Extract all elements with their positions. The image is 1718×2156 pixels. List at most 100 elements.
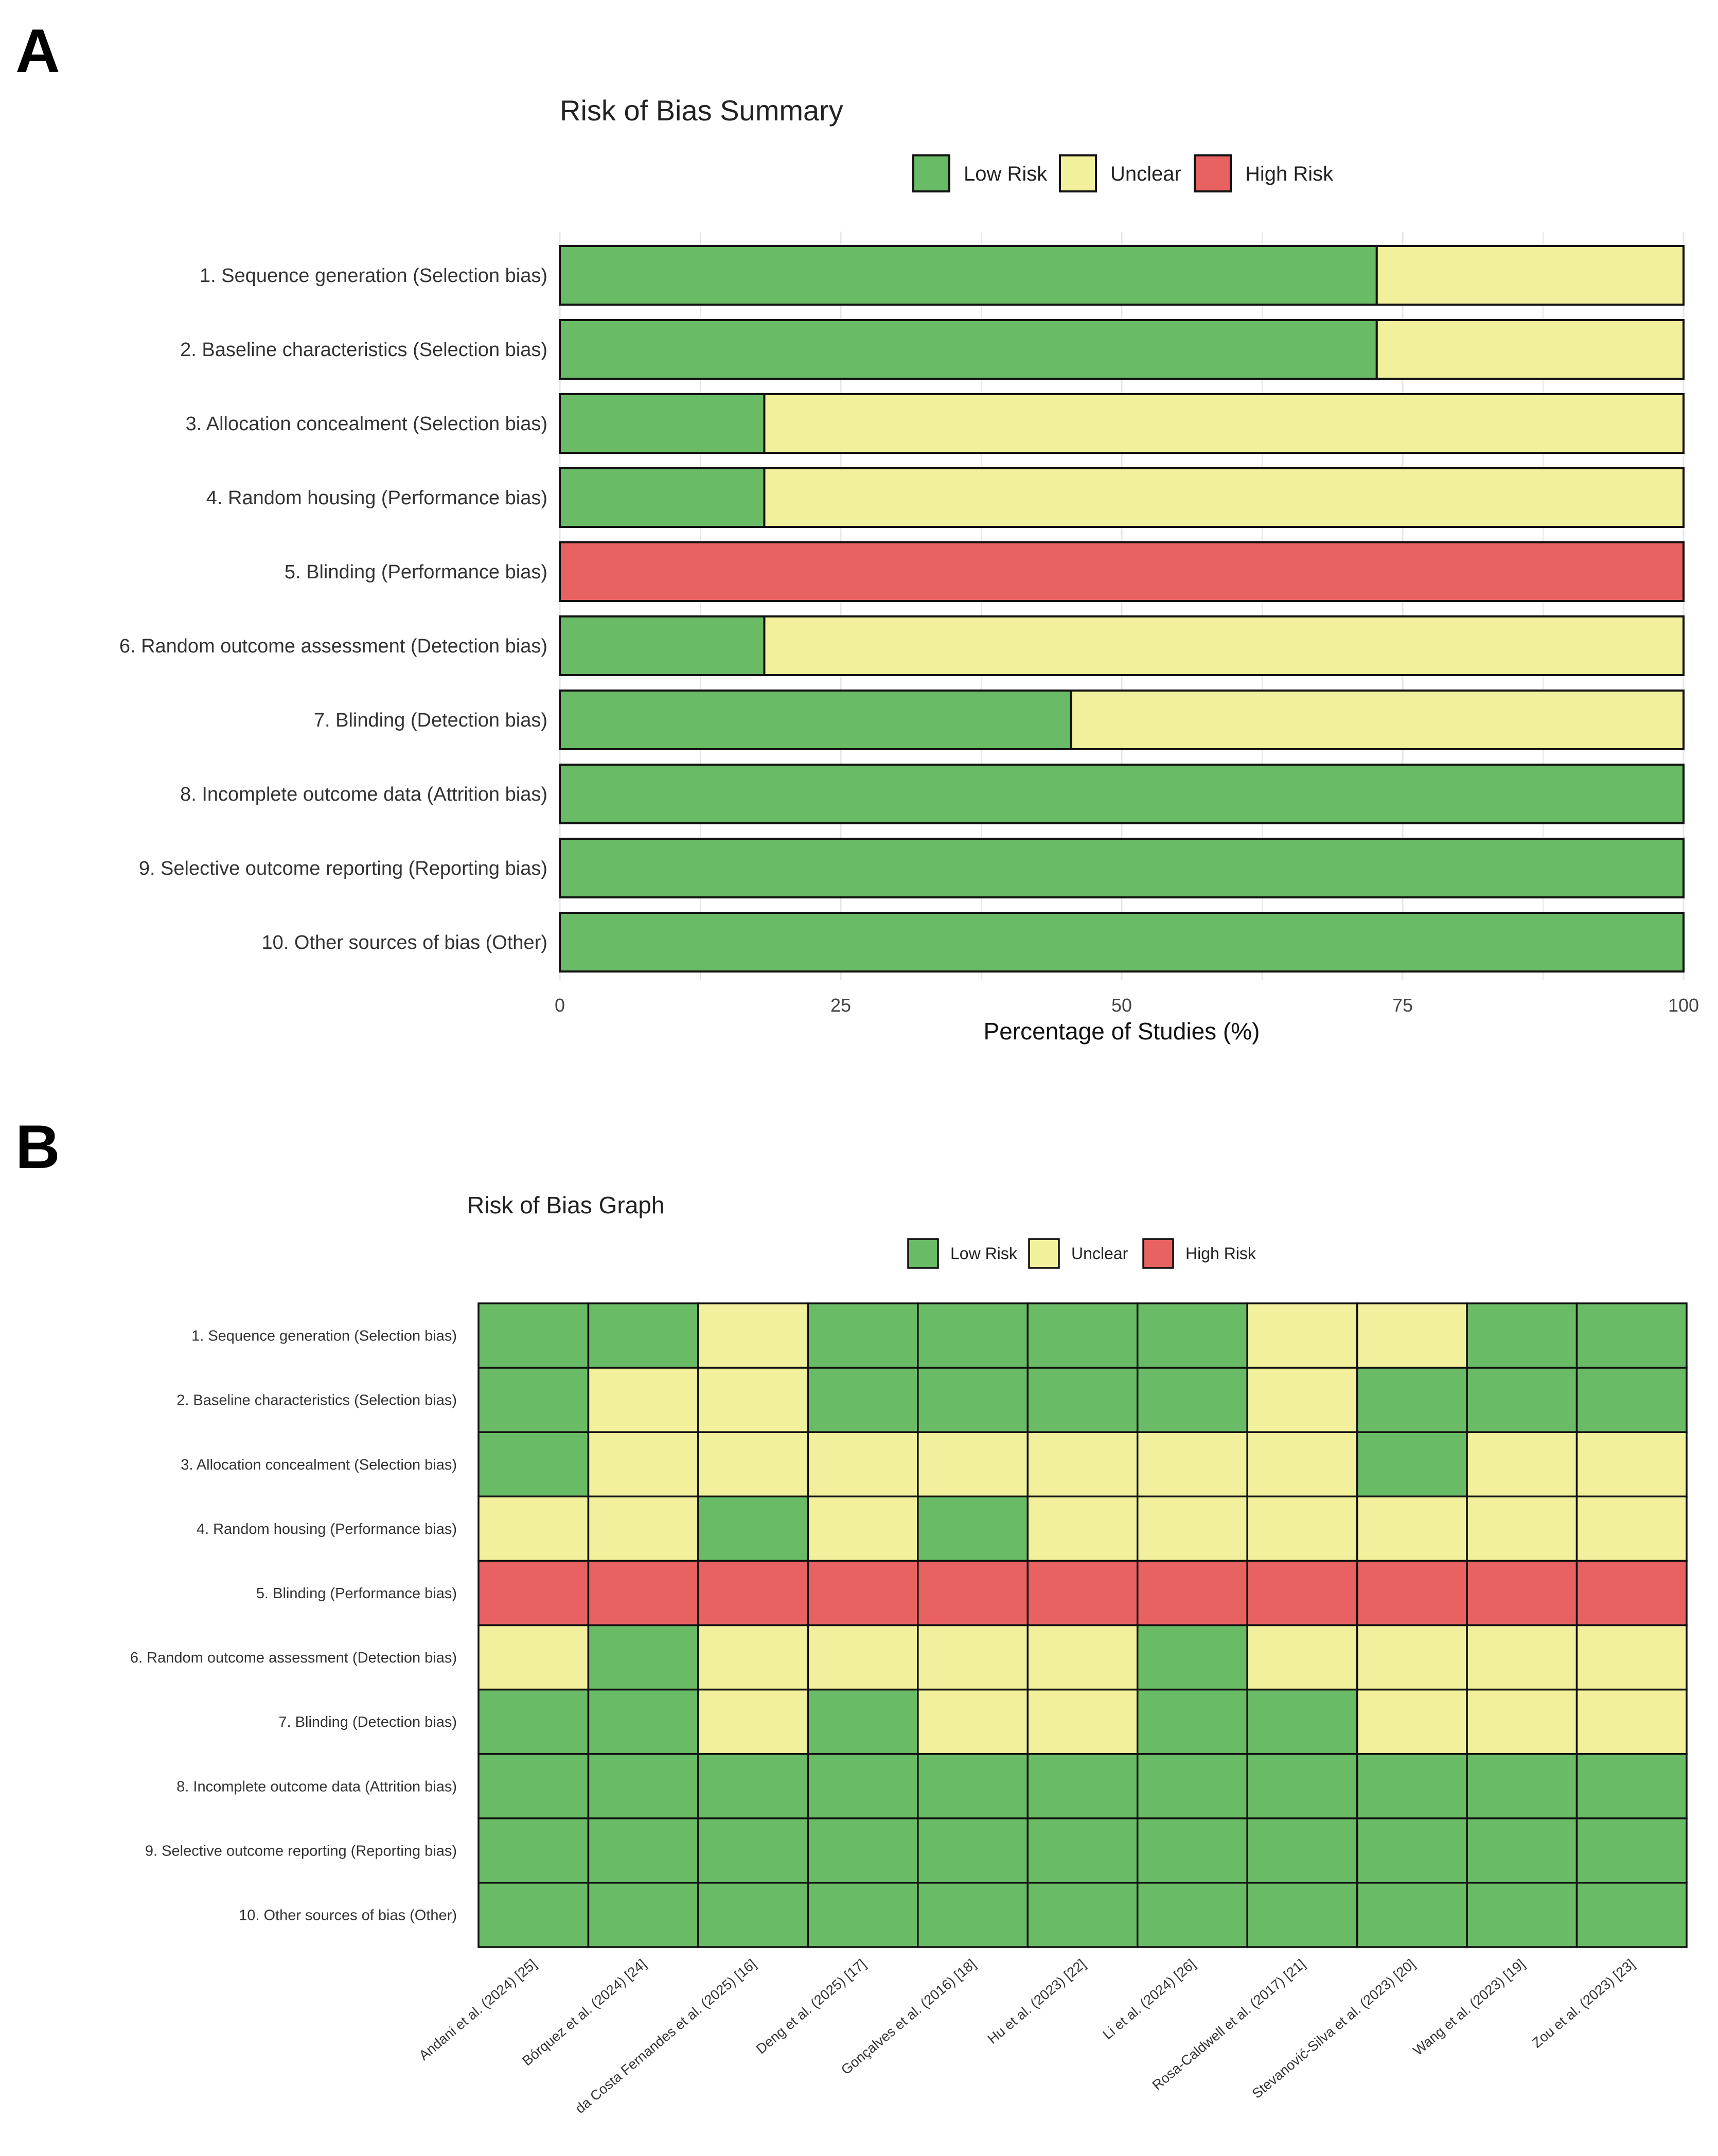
row-label: 4. Random housing (Performance bias) xyxy=(197,1521,457,1538)
heatmap-cell-low xyxy=(587,1624,699,1691)
row-label: 6. Random outcome assessment (Detection … xyxy=(119,635,547,657)
heatmap-cell-low xyxy=(1026,1882,1139,1948)
heatmap-cell-low xyxy=(1466,1367,1578,1433)
bar-segment-low xyxy=(559,467,766,528)
row-label: 9. Selective outcome reporting (Reportin… xyxy=(139,858,547,879)
legend-label: Unclear xyxy=(1110,163,1181,185)
heatmap-cell-low xyxy=(587,1882,699,1948)
row-label: 7. Blinding (Detection bias) xyxy=(278,1714,457,1730)
heatmap-cell-low xyxy=(1136,1817,1248,1884)
heatmap-cell-high xyxy=(1466,1560,1578,1627)
heatmap-cell-unclear xyxy=(1026,1495,1139,1562)
row-label: 5. Blinding (Performance bias) xyxy=(285,561,547,583)
heatmap-cell-low xyxy=(587,1817,699,1884)
heatmap-cell-low xyxy=(917,1367,1029,1433)
heatmap-cell-low xyxy=(807,1367,919,1433)
heatmap-cell-unclear xyxy=(1356,1624,1468,1691)
graph-chart-title: Risk of Bias Graph xyxy=(467,1192,664,1218)
heatmap-cell-unclear xyxy=(697,1624,809,1691)
row-label: 7. Blinding (Detection bias) xyxy=(314,710,547,731)
summary-x-axis-title: Percentage of Studies (%) xyxy=(984,1018,1260,1045)
graph-column-labels: Andani et al. (2024) [25]Bórquez et al. … xyxy=(416,1956,1638,2116)
heatmap-cell-low xyxy=(1356,1753,1468,1819)
heatmap-cell-unclear xyxy=(1356,1495,1468,1562)
heatmap-cell-unclear xyxy=(1136,1495,1248,1562)
heatmap-cell-low xyxy=(1466,1753,1578,1819)
heatmap-cell-unclear xyxy=(807,1495,919,1562)
heatmap-cell-unclear xyxy=(1356,1302,1468,1369)
heatmap-cell-low xyxy=(697,1753,809,1819)
heatmap-cell-unclear xyxy=(1575,1495,1688,1562)
legend-label: Low Risk xyxy=(950,1244,1018,1263)
panel-a-letter: A xyxy=(15,16,60,85)
bar-segment-unclear xyxy=(763,393,1685,454)
column-label: Andani et al. (2024) [25] xyxy=(416,1956,540,2063)
heatmap-cell-low xyxy=(477,1688,590,1755)
heatmap-cell-unclear xyxy=(917,1688,1029,1755)
legend-label: Low Risk xyxy=(964,163,1048,185)
bar-segment-low xyxy=(559,764,1685,824)
bar-segment-low xyxy=(559,615,766,676)
heatmap-cell-unclear xyxy=(1466,1431,1578,1498)
summary-bars xyxy=(559,245,1685,973)
heatmap-cell-low xyxy=(1575,1367,1688,1433)
row-label: 4. Random housing (Performance bias) xyxy=(206,487,547,509)
graph-row-labels: 1. Sequence generation (Selection bias)2… xyxy=(130,1328,457,1924)
heatmap-cell-unclear xyxy=(917,1624,1029,1691)
column-label: Zou et al. (2023) [23] xyxy=(1529,1956,1638,2051)
heatmap-cell-high xyxy=(1026,1560,1139,1627)
heatmap-cell-unclear xyxy=(697,1688,809,1755)
summary-row-labels: 1. Sequence generation (Selection bias)2… xyxy=(119,265,547,953)
heatmap-cell-low xyxy=(807,1302,919,1369)
heatmap-cell-unclear xyxy=(1136,1431,1248,1498)
heatmap-cell-unclear xyxy=(1246,1367,1358,1433)
heatmap-cell-low xyxy=(1356,1817,1468,1884)
heatmap-cell-unclear xyxy=(697,1302,809,1369)
bar-segment-unclear xyxy=(763,615,1685,676)
heatmap-cell-low xyxy=(1246,1688,1358,1755)
legend-label: High Risk xyxy=(1245,163,1334,185)
heatmap-cell-unclear xyxy=(1026,1688,1139,1755)
heatmap-cell-high xyxy=(477,1560,590,1627)
heatmap-cell-low xyxy=(477,1753,590,1819)
row-label: 3. Allocation concealment (Selection bia… xyxy=(186,413,547,435)
row-label: 8. Incomplete outcome data (Attrition bi… xyxy=(180,784,547,805)
legend-label: Unclear xyxy=(1071,1244,1128,1263)
heatmap-cell-low xyxy=(697,1882,809,1948)
x-tick-label: 75 xyxy=(1392,995,1413,1016)
heatmap-cell-low xyxy=(1575,1302,1688,1369)
column-label: da Costa Fernandes et al. (2025) [16] xyxy=(572,1956,759,2116)
bar-segment-low xyxy=(559,912,1685,973)
heatmap-cell-unclear xyxy=(1466,1495,1578,1562)
x-tick-label: 100 xyxy=(1668,995,1699,1016)
heatmap-cell-unclear xyxy=(1575,1624,1688,1691)
heatmap-cell-low xyxy=(1136,1624,1248,1691)
row-label: 2. Baseline characteristics (Selection b… xyxy=(176,1392,457,1409)
row-label: 1. Sequence generation (Selection bias) xyxy=(200,265,547,287)
heatmap-cell-unclear xyxy=(1026,1431,1139,1498)
heatmap-cell-unclear xyxy=(1246,1495,1358,1562)
bar-segment-unclear xyxy=(763,467,1685,528)
heatmap-cell-unclear xyxy=(1356,1688,1468,1755)
heatmap-cell-high xyxy=(917,1560,1029,1627)
row-label: 3. Allocation concealment (Selection bia… xyxy=(181,1457,457,1473)
heatmap-cell-high xyxy=(1136,1560,1248,1627)
bar-segment-unclear xyxy=(1070,690,1685,750)
heatmap-cell-low xyxy=(917,1817,1029,1884)
heatmap-cell-low xyxy=(807,1688,919,1755)
heatmap-cell-low xyxy=(1136,1688,1248,1755)
bar-segment-high xyxy=(559,541,1685,602)
summary-legend: Low Risk Unclear High Risk xyxy=(912,154,1334,192)
heatmap-cell-high xyxy=(807,1560,919,1627)
heatmap-cell-low xyxy=(1575,1882,1688,1948)
x-tick-label: 0 xyxy=(555,995,565,1016)
heatmap-cell-low xyxy=(917,1753,1029,1819)
heatmap-cell-low xyxy=(1026,1753,1139,1819)
heatmap-cell-high xyxy=(1356,1560,1468,1627)
heatmap-cell-low xyxy=(917,1302,1029,1369)
heatmap-cell-unclear xyxy=(477,1495,590,1562)
legend-swatch-unclear xyxy=(1028,1238,1060,1269)
